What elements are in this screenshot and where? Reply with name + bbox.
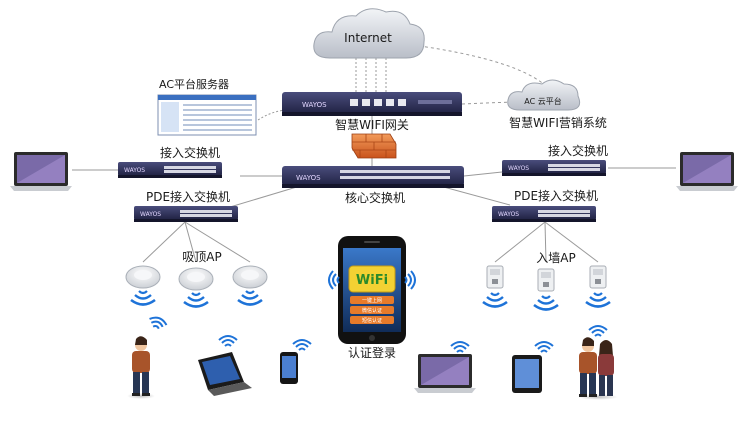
ac-cloud-label: AC 云平台: [524, 96, 561, 106]
laptop-right-icon: [676, 152, 738, 191]
connection-lines: [72, 44, 676, 263]
smartphone-center: WiFi 一键上网 微信认证 短信认证: [328, 236, 416, 344]
wifi-logo-text: WiFi: [356, 273, 388, 288]
core-switch-label: 核心交换机: [345, 190, 405, 205]
link-pde-ap1: [142, 221, 186, 263]
person-right-1-icon: [579, 337, 597, 397]
internet-label: Internet: [344, 31, 392, 45]
tablet-icon: [512, 355, 542, 393]
link-pde-wall3: [544, 221, 599, 263]
laptop-bottom-right-wifi-icon: [450, 341, 470, 353]
link-core-access-right: [463, 171, 503, 177]
ceiling-ap-3-icon: [232, 265, 268, 289]
laptop-left-icon: [10, 152, 72, 191]
pde-switch-right: WAYOS: [492, 206, 596, 222]
ceiling-ap-1-wifi-icon: [129, 289, 157, 306]
pde-switch-left-label: PDE接入交换机: [146, 189, 230, 204]
phone-menu-item-0: 一键上网: [362, 297, 382, 304]
access-switch-right-brand: WAYOS: [508, 165, 529, 172]
core-switch-brand: WAYOS: [296, 174, 321, 182]
person-right-2-icon: [598, 340, 614, 396]
laptop-bottom-left-wifi-icon: [218, 335, 238, 347]
access-switch-right-label: 接入交换机: [548, 143, 608, 158]
access-switch-right: WAYOS: [502, 160, 606, 176]
laptop-bottom-right-icon: [414, 354, 476, 393]
phone-bottom-left-wifi-icon: [292, 339, 312, 351]
gateway-brand: WAYOS: [302, 101, 327, 109]
wall-ap-3-icon: [589, 265, 607, 289]
wall-ap-1-wifi-icon: [481, 291, 509, 308]
pde-switch-left-brand: WAYOS: [140, 211, 161, 218]
core-switch: WAYOS: [282, 166, 464, 188]
marketing-system-label: 智慧WIFI营销系统: [509, 115, 607, 130]
phone-menu-lines: 一键上网 微信认证 短信认证: [350, 296, 394, 324]
ceiling-ap-2-wifi-icon: [182, 291, 210, 308]
link-pde-ap3: [184, 221, 251, 263]
ac-server-titlebar: [158, 95, 256, 100]
link-pde-ap2: [184, 221, 197, 263]
access-switch-left: WAYOS: [118, 162, 222, 178]
gateway-body: [282, 92, 462, 114]
wifi-logo-badge: [348, 265, 396, 293]
pde-switch-right-label: PDE接入交换机: [514, 188, 598, 203]
pde-switch-right-brand: WAYOS: [498, 211, 519, 218]
auth-login-label: 认证登录: [348, 345, 396, 360]
wall-ap-2-icon: [537, 268, 555, 292]
tablet-wifi-icon: [534, 341, 554, 353]
ceiling-ap-label: 吸顶AP: [182, 250, 221, 264]
firewall-icon: [351, 133, 397, 159]
ac-cloud-platform: AC 云平台: [507, 79, 581, 111]
internet-cloud: Internet: [313, 8, 425, 59]
wifi-gateway: WAYOS: [282, 92, 462, 116]
pde-switch-left: WAYOS: [134, 206, 238, 222]
ac-server: [157, 94, 257, 136]
phone-bottom-left-icon: [280, 352, 298, 384]
phone-left-wifi-icon: [328, 270, 340, 290]
phone-menu-item-1: 微信认证: [362, 307, 382, 314]
ac-server-sidebar: [161, 102, 179, 132]
wall-ap-2-wifi-icon: [532, 294, 560, 311]
link-server-gateway: [257, 109, 286, 121]
core-switch-ports: [340, 170, 450, 179]
gateway-base: [282, 112, 462, 116]
phone-right-wifi-icon: [404, 270, 416, 290]
link-pde-wall1: [494, 221, 546, 263]
link-gateway-cloud: [461, 101, 513, 105]
gateway-panel: [418, 100, 452, 104]
gateway-ports: [350, 99, 406, 106]
ac-server-table-rows: [183, 104, 252, 131]
wall-ap-3-wifi-icon: [584, 291, 612, 308]
internet-cloud-shape: [313, 8, 425, 59]
person-left-icon: [132, 336, 150, 396]
ac-server-label: AC平台服务器: [159, 77, 229, 91]
people-right-wifi-icon: [588, 325, 608, 337]
smartphone-speaker: [364, 241, 380, 243]
phone-menu-item-2: 短信认证: [362, 317, 382, 324]
ceiling-ap-2-icon: [178, 267, 214, 291]
link-pde-wall2: [544, 221, 547, 263]
link-core-pde-right: [439, 185, 511, 206]
person-left-wifi-icon: [146, 314, 169, 332]
wall-ap-label: 入墙AP: [536, 251, 575, 265]
ceiling-ap-1-icon: [125, 265, 161, 289]
person-left-shadow: [127, 393, 155, 399]
smartphone-home-button: [369, 335, 375, 341]
wall-ap-1-icon: [486, 265, 504, 289]
ceiling-ap-3-wifi-icon: [236, 289, 264, 306]
ac-cloud-shape: [507, 79, 581, 111]
laptop-bottom-left-icon: [198, 352, 252, 396]
gateway-label: 智慧WIFI网关: [335, 117, 409, 132]
access-switch-left-brand: WAYOS: [124, 167, 145, 174]
link-internet-cloud: [412, 44, 549, 89]
access-switch-left-label: 接入交换机: [160, 145, 220, 160]
